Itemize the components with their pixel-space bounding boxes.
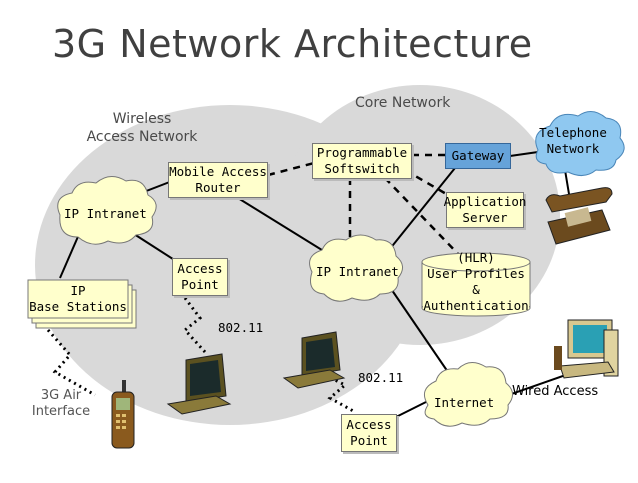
wireless-region-label: Wireless Access Network [82,110,202,146]
ip-intranet-left-cloud [57,176,157,245]
programmable-softswitch-node: Programmable Softswitch [312,143,412,179]
access-point-upper-line1: Access [177,261,223,276]
desktop-computer-icon [554,319,619,379]
mobile-access-router-line1: Mobile Access [169,164,267,179]
desk-phone-icon [545,187,613,245]
link-intranet-basestations [59,231,81,279]
link-gateway-telephone [509,151,539,157]
wireless-links [46,297,356,414]
link-router-coreintranet [224,189,331,256]
wireless-basestation-mobile [46,329,96,397]
application-server-node: Application Server [443,192,527,228]
hlr-line3: Authentication [423,298,529,313]
ip-intranet-core-label: IP Intranet [316,264,399,279]
base-stations-stack [27,279,137,329]
wireless-label-line2: Access Network [86,129,198,145]
dash-router-softswitch [267,160,319,177]
wireless-accesspoint-laptop [182,297,207,354]
telephone-network-node: Telephone Network [534,124,612,158]
hlr-database-icon [421,252,531,317]
laptop-icon [166,353,232,415]
ip-base-stations-node: IP Base Stations [28,280,128,318]
gateway-node: Gateway [445,143,511,169]
dash-softswitch-hlr [384,177,463,259]
hlr-line1: (HLR) [457,250,495,265]
ip-base-stations-line1: IP [70,283,86,298]
telephone-network-cloud [535,111,625,176]
access-point-lower-node: Access Point [341,414,397,452]
air-interface-line1: 3G Air [40,388,82,403]
internet-label: Internet [434,395,495,410]
air-interface-line2: Interface [31,404,91,419]
telephone-network-line2: Network [546,141,600,156]
wifi-lower-label: 802.11 [358,370,404,385]
wifi-upper-label: 802.11 [218,320,264,335]
ip-base-stations-line2: Base Stations [29,299,127,314]
mobile-access-router-line2: Router [195,180,241,195]
mobile-access-router-node: Mobile Access Router [168,162,268,198]
link-coreintranet-internet [384,279,451,376]
wireless-label-line1: Wireless [112,111,172,127]
programmable-softswitch-line1: Programmable [316,145,408,160]
telephone-network-line1: Telephone [539,125,607,140]
hlr-line2: User Profiles & [427,266,525,297]
laptop-icon [282,331,346,389]
application-server-line1: Application [443,194,527,209]
dashed-links [267,153,463,259]
page-title: 3G Network Architecture [52,22,533,66]
wired-access-label: Wired Access [512,384,599,399]
access-point-lower-line2: Point [350,433,388,448]
core-region-label: Core Network [355,95,451,111]
air-interface-label: 3G Air Interface [16,388,106,420]
access-point-lower-line1: Access [346,417,392,432]
application-server-line2: Server [462,210,508,225]
internet-cloud [423,362,513,427]
programmable-softswitch-line2: Softswitch [324,161,400,176]
hlr-node: (HLR) User Profiles & Authentication [422,250,530,313]
mobile-phone-icon [111,380,135,449]
dash-softswitch-appserver [404,168,449,197]
ip-intranet-core-cloud [309,234,403,302]
access-point-upper-line2: Point [181,277,219,292]
link-coreintranet-gateway [384,167,456,256]
ip-intranet-left-label: IP Intranet [64,206,147,221]
access-point-upper-node: Access Point [172,258,228,296]
